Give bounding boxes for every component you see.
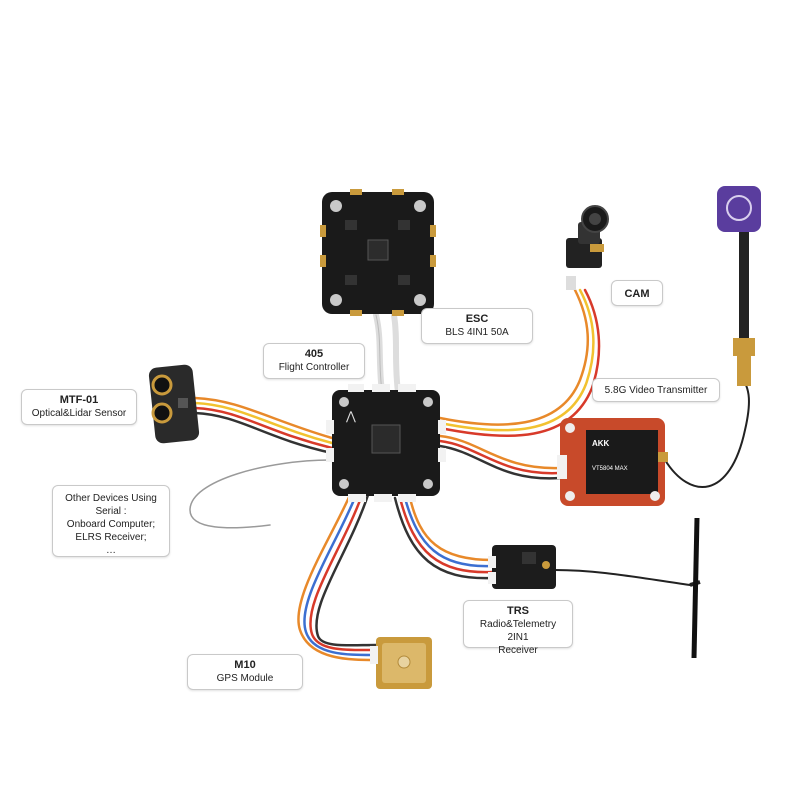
- fc-cam-wire: [438, 288, 601, 438]
- cam-label-title: CAM: [624, 288, 650, 300]
- m10-label-sub: GPS Module: [216, 673, 274, 684]
- other-line-1: Other Devices Using: [65, 493, 157, 504]
- other-line-2: Serial :: [95, 506, 127, 517]
- vtx-board: AKK VT5804 MAX: [557, 418, 668, 506]
- other-devices-wire: [189, 459, 331, 529]
- vtx-label-sub: 5.8G Video Transmitter: [604, 385, 708, 396]
- vtx-antenna: [717, 186, 761, 386]
- mtf-sensor: [148, 364, 200, 444]
- vtx-label: 5.8G Video Transmitter: [592, 378, 720, 402]
- m10-label-title: M10: [234, 659, 256, 671]
- m10-label: M10 GPS Module: [187, 654, 303, 690]
- other-line-4: ELRS Receiver;: [75, 532, 147, 543]
- vtx-model-text: VT5804 MAX: [592, 466, 628, 472]
- trs-label-sub1: Radio&Telemetry 2IN1: [479, 619, 557, 643]
- esc-fc-wire: [373, 312, 401, 395]
- other-line-5: …: [106, 545, 116, 556]
- flight-controller-board: ⋀: [326, 384, 446, 502]
- mtf-fc-wire: [193, 396, 334, 455]
- fc-gps-wire: [297, 493, 378, 662]
- esc-label-title: ESC: [465, 313, 489, 325]
- trs-antenna: [689, 517, 701, 659]
- fc-label: 405 Flight Controller: [263, 343, 365, 379]
- camera: [566, 205, 609, 290]
- trs-label-title: TRS: [507, 605, 529, 617]
- esc-board: [320, 189, 436, 316]
- trs-label-sub2: Receiver: [498, 645, 538, 656]
- trs-label: TRS Radio&Telemetry 2IN1 Receiver: [463, 600, 573, 656]
- fc-label-title: 405: [304, 348, 324, 360]
- mtf-label: MTF-01 Optical&Lidar Sensor: [21, 389, 137, 425]
- trs-antenna-cable: [554, 569, 691, 586]
- other-devices-label: Other Devices Using Serial : Onboard Com…: [52, 485, 170, 557]
- fc-label-sub: Flight Controller: [278, 362, 350, 373]
- mtf-label-sub: Optical&Lidar Sensor: [31, 408, 127, 419]
- vtx-brand-text: AKK: [592, 439, 610, 448]
- fc-vtx-wire: [438, 434, 562, 480]
- wires: [189, 288, 750, 662]
- other-line-3: Onboard Computer;: [66, 519, 156, 530]
- esc-label: ESC BLS 4IN1 50A: [421, 308, 533, 344]
- fc-trs-wire: [393, 496, 494, 580]
- gps-module: [370, 637, 432, 689]
- trs-receiver: [488, 545, 556, 589]
- vtx-antenna-cable: [664, 384, 750, 488]
- mtf-label-title: MTF-01: [59, 394, 99, 406]
- esc-label-sub: BLS 4IN1 50A: [445, 327, 509, 338]
- cam-label: CAM: [611, 280, 663, 306]
- svg-text:⋀: ⋀: [345, 409, 356, 423]
